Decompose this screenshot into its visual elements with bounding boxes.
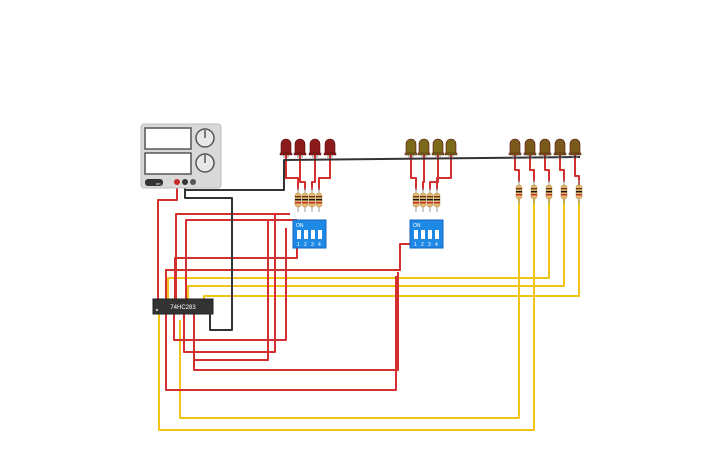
wires-yellow [158,198,580,431]
wires-red [157,154,580,391]
resistor-group-3[interactable] [515,180,583,204]
led[interactable] [323,138,337,158]
current-display [144,152,192,175]
led[interactable] [417,138,431,158]
led-group-3[interactable] [508,138,582,158]
dip-toggle[interactable] [297,230,301,239]
power-switch-label: on [156,181,160,186]
resistor[interactable] [433,188,441,212]
dip-number: 3 [428,242,431,248]
adder-ic[interactable]: 74HC283 [152,298,214,315]
yellow-wire-3 [167,198,550,300]
resistor[interactable] [530,180,538,204]
dip-switch-2[interactable]: ON 1 2 3 4 [409,219,444,249]
dip-on-label: ON [413,223,421,229]
dip-toggle[interactable] [318,230,322,239]
power-supply[interactable]: on [140,123,222,189]
ic-label: 74HC283 [170,305,196,311]
led[interactable] [553,138,567,158]
positive-terminal[interactable] [174,179,180,185]
resistor[interactable] [575,180,583,204]
led[interactable] [508,138,522,158]
dip-toggle[interactable] [311,230,315,239]
dip-switch-1[interactable]: ON 1 2 3 4 [292,219,327,249]
led[interactable] [308,138,322,158]
wires-black [184,156,581,331]
resistor-group-2[interactable] [412,188,441,212]
resistor[interactable] [294,188,302,212]
dip-toggle[interactable] [304,230,308,239]
yellow-wire-5 [203,200,580,300]
dip-number: 3 [311,242,314,248]
resistor[interactable] [560,180,568,204]
resistor[interactable] [315,188,323,212]
resistor[interactable] [515,180,523,204]
black-wire-ground-supply [184,183,233,331]
dip-number: 4 [318,242,321,248]
power-switch[interactable] [145,179,163,186]
led[interactable] [523,138,537,158]
dip-toggle[interactable] [414,230,418,239]
led[interactable] [444,138,458,158]
ground-terminal[interactable] [182,179,188,185]
resistor[interactable] [308,188,316,212]
led[interactable] [431,138,445,158]
red-wire-power [157,183,178,300]
resistor[interactable] [412,188,420,212]
dip-on-label: ON [296,223,304,229]
dip-number: 1 [297,242,300,248]
dip-number: 2 [421,242,424,248]
yellow-wire-1 [179,198,520,419]
led[interactable] [404,138,418,158]
dip-number: 2 [304,242,307,248]
resistor[interactable] [419,188,427,212]
dip-toggle[interactable] [435,230,439,239]
yellow-wire-4 [187,198,565,300]
led-group-2[interactable] [404,138,458,158]
resistor[interactable] [545,180,553,204]
resistor[interactable] [301,188,309,212]
resistor[interactable] [426,188,434,212]
led[interactable] [568,138,582,158]
dip-toggle[interactable] [428,230,432,239]
led[interactable] [538,138,552,158]
resistor-group-1[interactable] [294,188,323,212]
led[interactable] [279,138,293,158]
dip-toggle[interactable] [421,230,425,239]
dip-number: 1 [414,242,417,248]
led[interactable] [293,138,307,158]
voltage-display [144,127,192,150]
yellow-wire-2 [158,198,535,431]
dip-number: 4 [435,242,438,248]
negative-terminal[interactable] [190,179,196,185]
led-group-1[interactable] [279,138,337,158]
